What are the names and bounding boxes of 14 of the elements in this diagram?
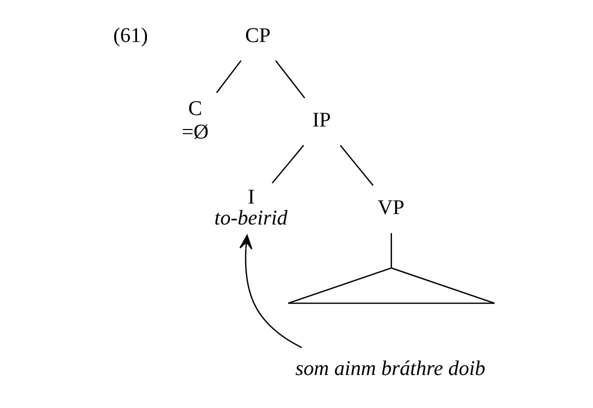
node-text: VP bbox=[377, 195, 404, 220]
node-text: I to-beirid bbox=[214, 184, 287, 230]
connector bbox=[216, 60, 242, 94]
connector bbox=[271, 144, 304, 184]
connector bbox=[339, 144, 374, 186]
arrow bbox=[238, 234, 302, 348]
node-text: C =Ø bbox=[181, 96, 208, 144]
node-text: CP bbox=[244, 22, 270, 47]
connector bbox=[274, 60, 305, 98]
node-text: IP bbox=[312, 108, 330, 132]
node-triangle bbox=[287, 267, 495, 304]
node-text: som ainm bráthre doib bbox=[294, 356, 485, 380]
connector bbox=[390, 233, 392, 268]
label: (61) bbox=[112, 22, 148, 47]
